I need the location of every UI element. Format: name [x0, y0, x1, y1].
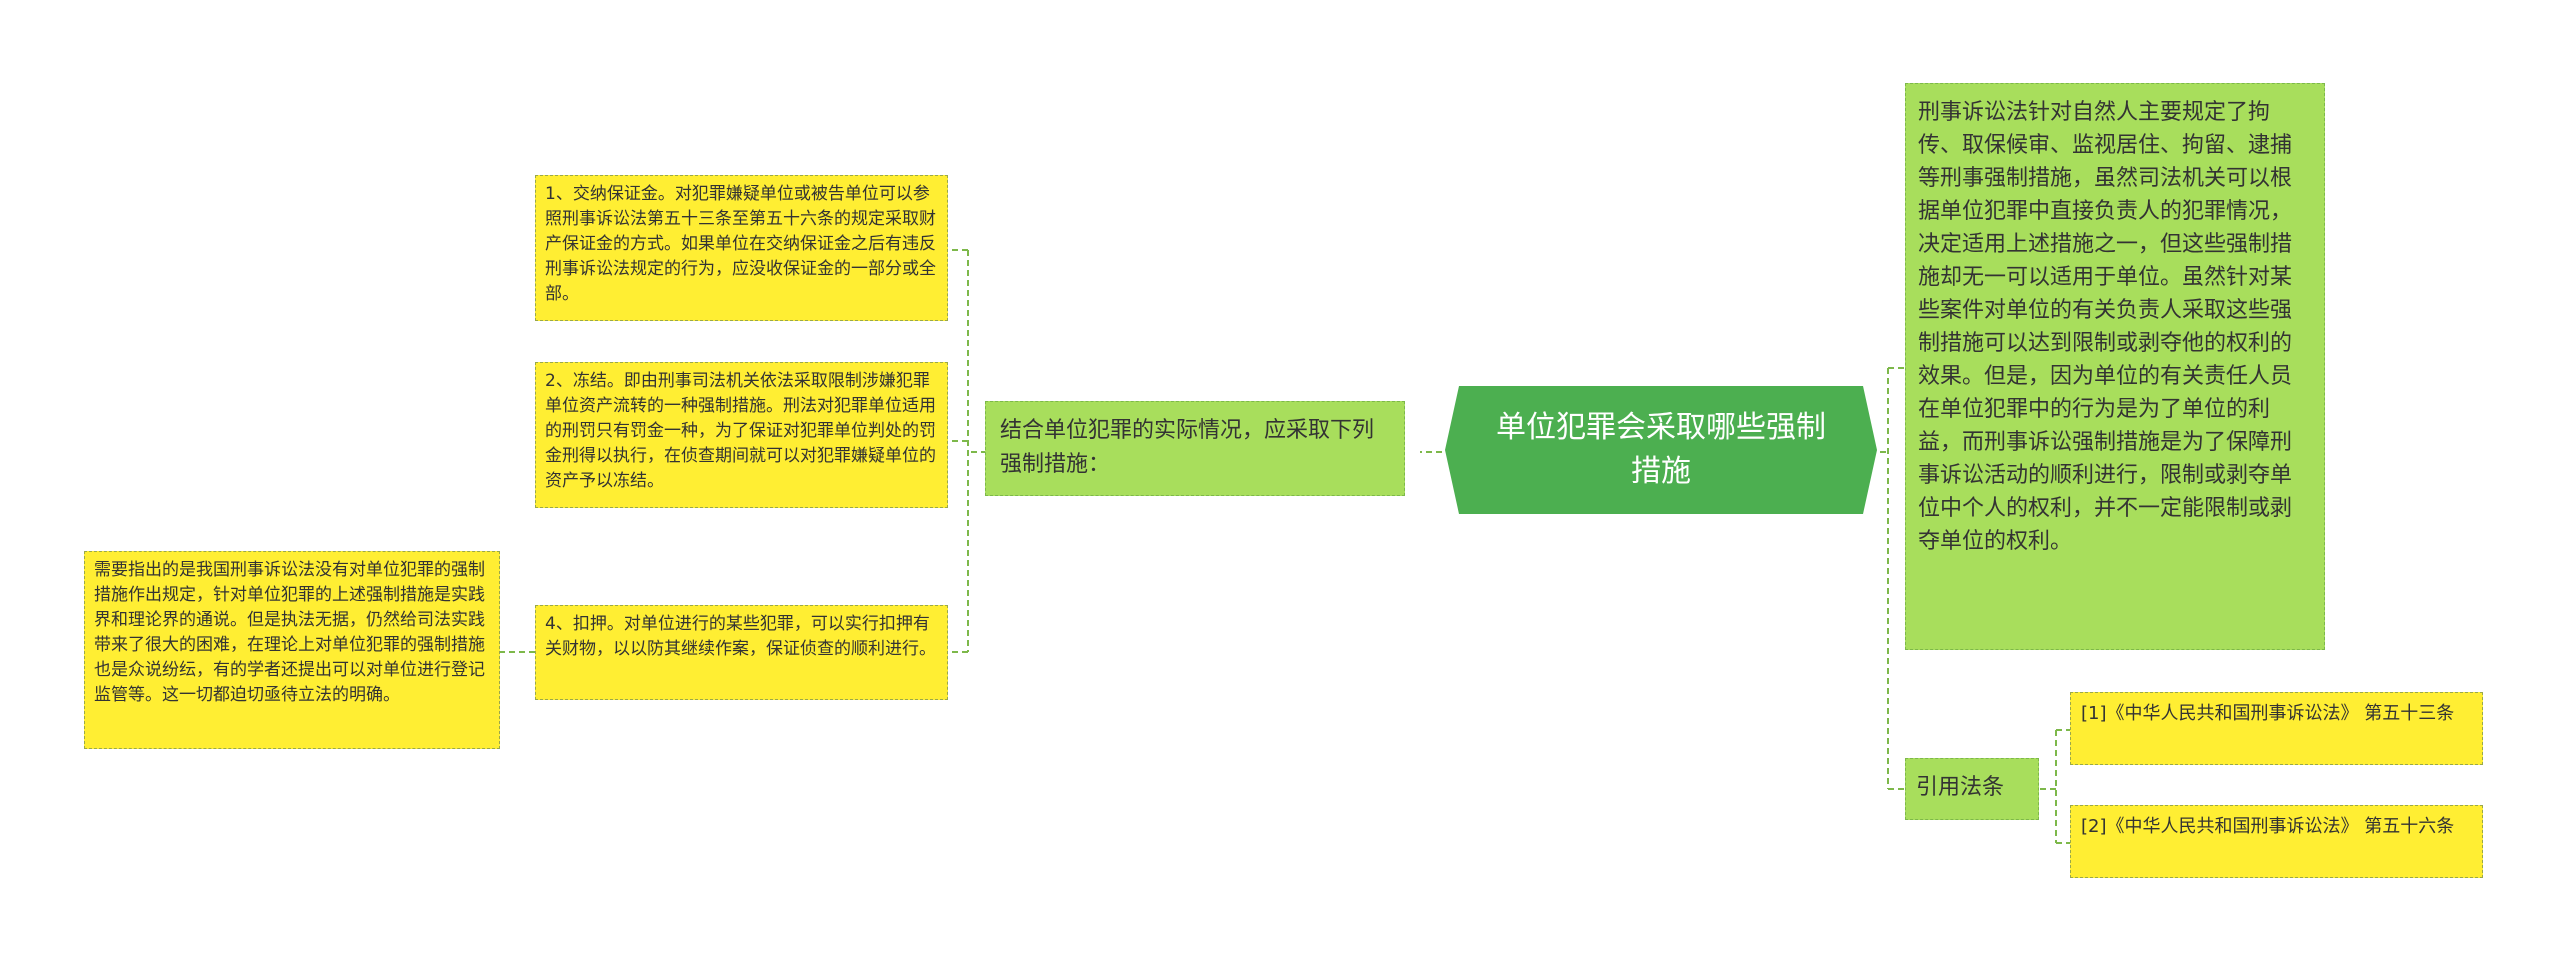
measure-item-1[interactable]: 1、交纳保证金。对犯罪嫌疑单位或被告单位可以参照刑事诉讼法第五十三条至第五十六条… — [535, 175, 948, 321]
measure-item-4-text: 4、扣押。对单位进行的某些犯罪，可以实行扣押有关财物，以以防其继续作案，保证侦查… — [545, 614, 936, 659]
note-text: 需要指出的是我国刑事诉讼法没有对单位犯罪的强制措施作出规定，针对单位犯罪的上述强… — [94, 560, 485, 705]
connector-left-trunk — [967, 250, 987, 652]
citation-item-1-text: [1]《中华人民共和国刑事诉讼法》 第五十三条 — [2081, 703, 2455, 724]
explanation-text: 刑事诉讼法针对自然人主要规定了拘传、取保候审、监视居住、拘留、逮捕等刑事强制措施… — [1918, 100, 2293, 554]
measure-item-1-text: 1、交纳保证金。对犯罪嫌疑单位或被告单位可以参照刑事诉讼法第五十三条至第五十六条… — [545, 184, 936, 304]
left-branch-label: 结合单位犯罪的实际情况，应采取下列强制措施： — [1000, 418, 1375, 477]
measure-item-2[interactable]: 2、冻结。即由刑事司法机关依法采取限制涉嫌犯罪单位资产流转的一种强制措施。刑法对… — [535, 362, 948, 508]
root-topic[interactable]: 单位犯罪会采取哪些强制措施 — [1445, 386, 1877, 514]
root-hexagon-shape — [1445, 386, 1877, 514]
measure-item-4[interactable]: 4、扣押。对单位进行的某些犯罪，可以实行扣押有关财物，以以防其继续作案，保证侦查… — [535, 605, 948, 700]
citation-item-2-text: [2]《中华人民共和国刑事诉讼法》 第五十六条 — [2081, 816, 2455, 837]
citation-item-2[interactable]: [2]《中华人民共和国刑事诉讼法》 第五十六条 — [2070, 805, 2483, 878]
connector-citation-trunk — [2040, 730, 2057, 843]
note-node[interactable]: 需要指出的是我国刑事诉讼法没有对单位犯罪的强制措施作出规定，针对单位犯罪的上述强… — [84, 551, 500, 749]
citations-label-node[interactable]: 引用法条 — [1905, 758, 2039, 820]
explanation-node[interactable]: 刑事诉讼法针对自然人主要规定了拘传、取保候审、监视居住、拘留、逮捕等刑事强制措施… — [1905, 83, 2325, 650]
citations-label: 引用法条 — [1916, 775, 2005, 800]
measure-item-2-text: 2、冻结。即由刑事司法机关依法采取限制涉嫌犯罪单位资产流转的一种强制措施。刑法对… — [545, 371, 936, 491]
root-title: 单位犯罪会采取哪些强制措施 — [1496, 410, 1826, 489]
citation-item-1[interactable]: [1]《中华人民共和国刑事诉讼法》 第五十三条 — [2070, 692, 2483, 765]
left-branch-node[interactable]: 结合单位犯罪的实际情况，应采取下列强制措施： — [985, 401, 1405, 496]
